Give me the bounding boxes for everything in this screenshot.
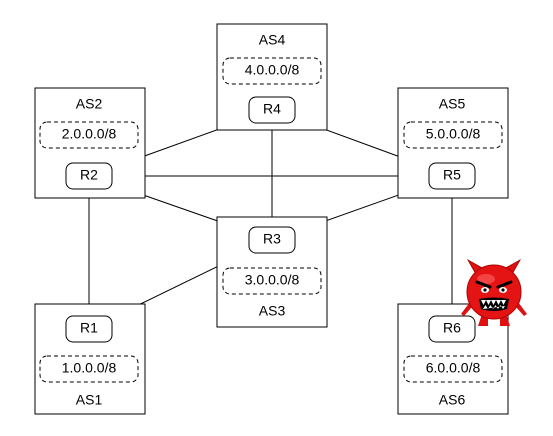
router-label-r2: R2 bbox=[80, 167, 98, 183]
as-box-as1: R1 1.0.0.0/8 AS1 bbox=[34, 303, 146, 415]
router-r6[interactable] bbox=[428, 315, 476, 343]
as-label-as2: AS2 bbox=[76, 96, 103, 112]
router-label-r6: R6 bbox=[443, 320, 461, 336]
prefix-box-as1 bbox=[39, 355, 139, 383]
prefix-label-as6: 6.0.0.0/8 bbox=[426, 360, 481, 376]
router-r5[interactable] bbox=[428, 162, 476, 190]
router-r1[interactable] bbox=[65, 315, 113, 343]
as-box-as3: R3 3.0.0.0/8 AS3 bbox=[216, 216, 328, 328]
prefix-box-as6 bbox=[403, 355, 503, 383]
router-label-r5: R5 bbox=[443, 167, 461, 183]
as-label-as3: AS3 bbox=[259, 303, 286, 319]
as-box-as5: AS5 5.0.0.0/8 R5 bbox=[397, 87, 509, 199]
as-label-as6: AS6 bbox=[439, 392, 466, 408]
angry-devil-icon bbox=[461, 258, 527, 326]
as-label-as5: AS5 bbox=[439, 96, 466, 112]
as-box-as2: AS2 2.0.0.0/8 R2 bbox=[34, 87, 146, 199]
prefix-label-as1: 1.0.0.0/8 bbox=[62, 360, 117, 376]
router-r3[interactable] bbox=[248, 226, 296, 254]
prefix-label-as4: 4.0.0.0/8 bbox=[245, 62, 300, 78]
as-box-as4: AS4 4.0.0.0/8 R4 bbox=[216, 23, 328, 131]
as-label-as4: AS4 bbox=[259, 32, 286, 48]
router-label-r1: R1 bbox=[80, 320, 98, 336]
router-label-r3: R3 bbox=[263, 231, 281, 247]
prefix-box-as4 bbox=[222, 57, 322, 85]
router-r4[interactable] bbox=[248, 96, 296, 124]
prefix-box-as2 bbox=[39, 121, 139, 149]
router-r2[interactable] bbox=[65, 162, 113, 190]
as-label-as1: AS1 bbox=[76, 392, 103, 408]
prefix-box-as5 bbox=[403, 121, 503, 149]
prefix-label-as5: 5.0.0.0/8 bbox=[426, 126, 481, 142]
prefix-label-as3: 3.0.0.0/8 bbox=[245, 272, 300, 288]
prefix-label-as2: 2.0.0.0/8 bbox=[62, 126, 117, 142]
prefix-box-as3 bbox=[222, 267, 322, 295]
router-label-r4: R4 bbox=[263, 101, 281, 117]
as-box-as6: R6 6.0.0.0/8 AS6 bbox=[397, 303, 509, 415]
